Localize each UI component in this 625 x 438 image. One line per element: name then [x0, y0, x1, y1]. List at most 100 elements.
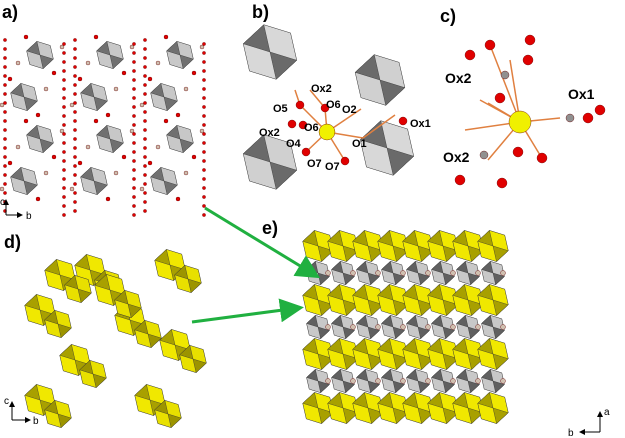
oxygen-atom [143, 146, 147, 150]
polyhedron-face [377, 284, 394, 301]
oxygen-atom [73, 83, 77, 87]
carbon-atom [43, 170, 49, 176]
carbon-atom [113, 86, 119, 92]
oxygen-atom [77, 160, 83, 166]
oxygen-atom [73, 101, 77, 105]
polyhedron-face [96, 40, 111, 56]
carbon-atom [69, 102, 75, 108]
polyhedron-face [154, 399, 169, 415]
polyhedron-face [302, 284, 319, 301]
carbon-atom [139, 186, 145, 192]
oxygen-atom [3, 173, 7, 177]
svg-text:b: b [26, 211, 32, 222]
oxygen-atom [35, 112, 41, 118]
oxygen-atom [536, 152, 548, 164]
oxygen-atom [3, 191, 7, 195]
oxygen-atom [73, 47, 77, 51]
polyhedron-face [114, 289, 129, 305]
oxygen-atom [202, 96, 206, 100]
polyhedron-face [331, 260, 344, 274]
oxygen-atom [132, 141, 136, 145]
oxygen-atom [202, 168, 206, 172]
atom-label: Ox2 [445, 70, 472, 86]
carbon-atom [450, 378, 456, 384]
panel-b-coordination [242, 24, 415, 190]
atom-label: Ox2 [311, 83, 332, 95]
oxygen-atom [121, 70, 127, 76]
oxygen-atom [132, 186, 136, 190]
carbon-atom [183, 170, 189, 176]
oxygen-atom [175, 112, 181, 118]
polyhedron-face [331, 314, 344, 328]
oxygen-atom [287, 119, 297, 129]
oxygen-atom [132, 69, 136, 73]
arrow-d-to-e [191, 298, 304, 324]
polyhedron-face [80, 82, 95, 98]
polyhedron-face [74, 254, 91, 271]
oxygen-atom [163, 34, 169, 40]
carbon-atom [139, 102, 145, 108]
polyhedron-face [492, 272, 505, 286]
oxygen-atom [73, 164, 77, 168]
oxygen-atom [7, 160, 13, 166]
carbon-atom [500, 270, 506, 276]
polyhedron-face [406, 368, 419, 382]
oxygen-atom [73, 74, 77, 78]
oxygen-atom [202, 141, 206, 145]
carbon-atom [325, 378, 331, 384]
polyhedron-face [356, 314, 369, 328]
oxygen-atom [62, 141, 66, 145]
polyhedron-face [367, 380, 380, 394]
oxygen-atom [496, 177, 508, 189]
polyhedron-face [456, 314, 469, 328]
oxygen-atom [73, 65, 77, 69]
carbon-atom [350, 270, 356, 276]
oxygen-atom [143, 110, 147, 114]
oxygen-atom [73, 182, 77, 186]
polyhedron-face [192, 358, 207, 374]
oxygen-atom [132, 132, 136, 136]
carbon-atom [0, 186, 5, 192]
oxygen-atom [23, 34, 29, 40]
oxygen-atom [62, 159, 66, 163]
svg-text:a: a [604, 407, 610, 418]
atom-label: O5 [273, 103, 288, 115]
carbon-atom [479, 150, 489, 160]
polyhedron-face [163, 180, 178, 196]
oxygen-atom [132, 42, 136, 46]
carbon-atom [425, 324, 431, 330]
carbon-atom [475, 270, 481, 276]
oxygen-atom [35, 196, 41, 202]
oxygen-atom [73, 110, 77, 114]
oxygen-atom [143, 209, 147, 213]
polyhedron-face [306, 368, 319, 382]
carbon-atom [0, 102, 5, 108]
oxygen-atom [202, 114, 206, 118]
svg-text:b: b [568, 428, 574, 438]
polyhedron-face [24, 294, 41, 311]
carbon-atom [400, 270, 406, 276]
polyhedron-face [392, 380, 405, 394]
oxygen-atom [62, 123, 66, 127]
polyhedron-face [302, 230, 319, 247]
oxygen-atom [62, 204, 66, 208]
oxygen-atom [105, 112, 111, 118]
polyhedron-face [342, 272, 355, 286]
polyhedron-face [10, 166, 25, 182]
atom-label: O6 [304, 122, 319, 134]
oxygen-atom [73, 119, 77, 123]
oxygen-atom [202, 213, 206, 217]
polyhedron-face [477, 392, 494, 409]
polyhedron-face [492, 407, 509, 424]
polyhedron-face [150, 82, 165, 98]
axes-d: c b [4, 396, 39, 427]
carbon-atom [59, 128, 65, 134]
polyhedron-face [492, 299, 509, 316]
carbon-atom [325, 324, 331, 330]
polyhedron-face [452, 392, 469, 409]
atom-label: Ox1 [568, 86, 595, 102]
polyhedron-face [317, 272, 330, 286]
carbon-atom [400, 378, 406, 384]
polyhedron-face [317, 326, 330, 340]
